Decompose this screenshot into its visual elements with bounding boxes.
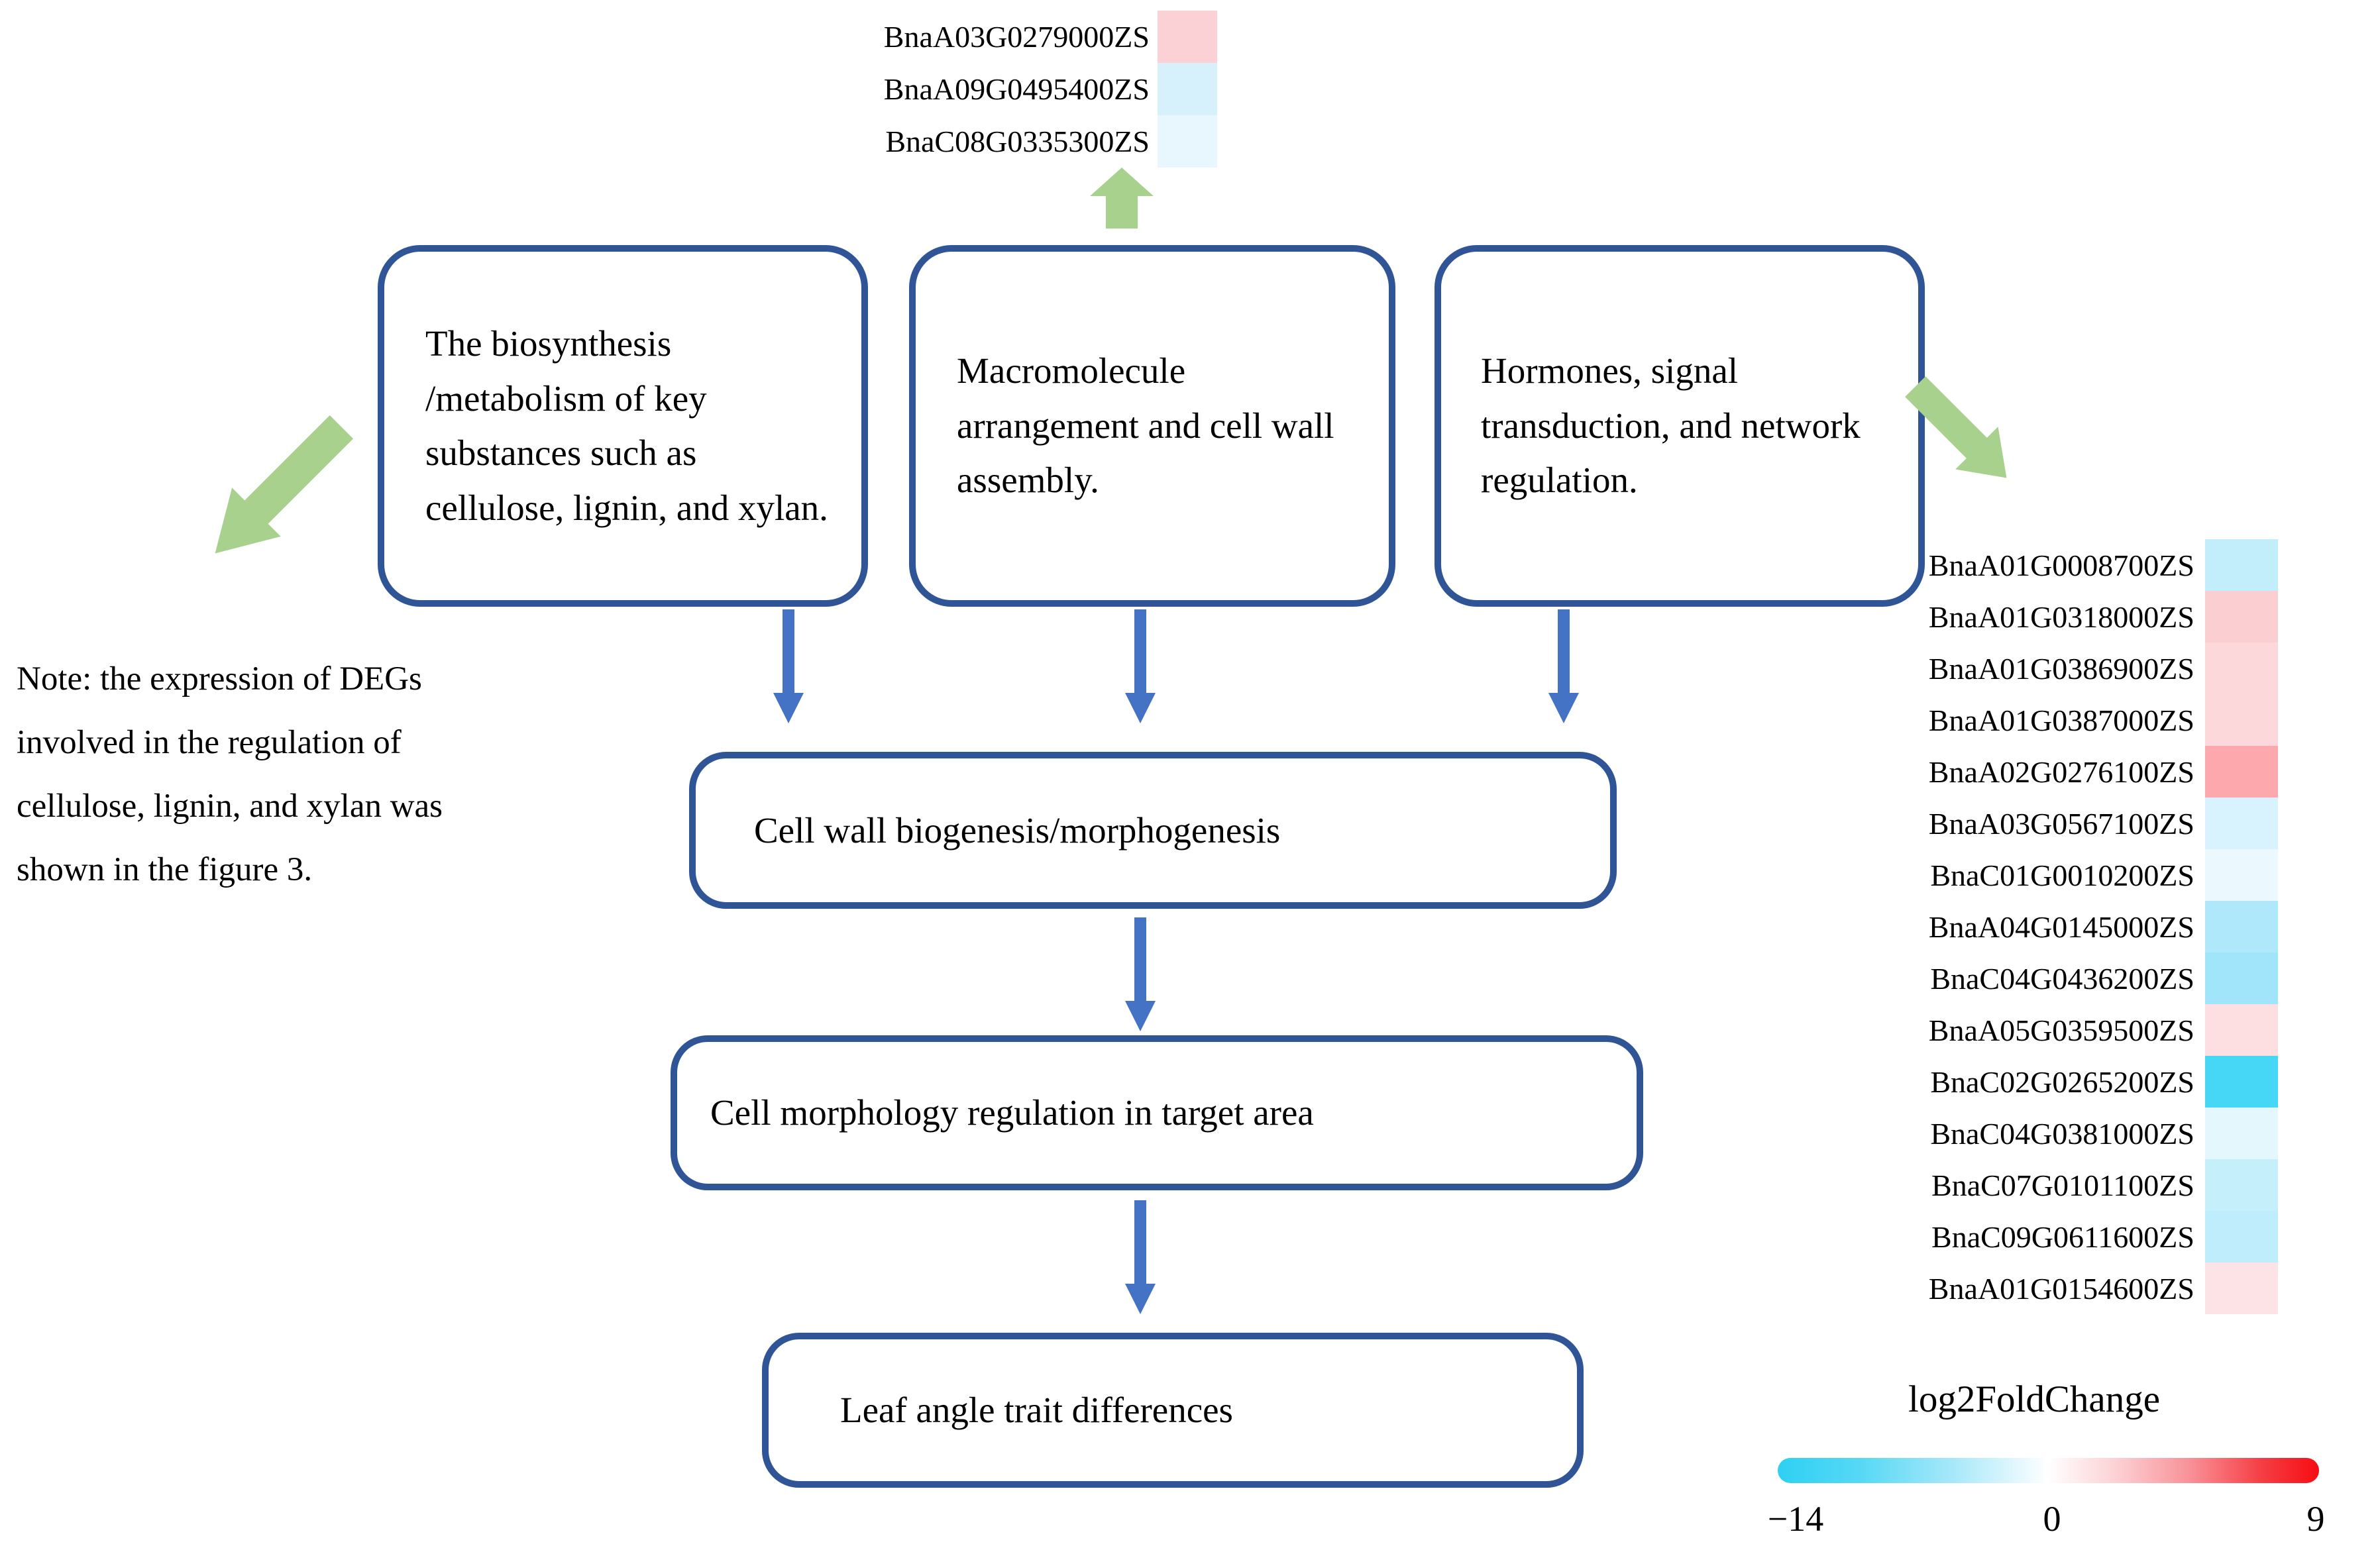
gene-row: BnaC01G0010200ZS: [1868, 849, 2278, 901]
heatmap-cell: [2205, 901, 2278, 953]
flow-box-cell-morphology-text: Cell morphology regulation in target are…: [710, 1092, 1314, 1133]
green-arrow-down-left-icon: [215, 415, 354, 554]
gene-label: BnaA01G0387000ZS: [1928, 703, 2194, 737]
legend-tick-min: −14: [1767, 1499, 1824, 1539]
heatmap-cell: [2205, 1263, 2278, 1314]
gene-row: BnaA04G0145000ZS: [1868, 901, 2278, 953]
gene-row: BnaA01G0318000ZS: [1868, 591, 2278, 643]
gene-label: BnaA09G0495400ZS: [883, 72, 1150, 106]
legend-gradient-bar: [1778, 1458, 2319, 1483]
gene-row: BnaC02G0265200ZS: [1868, 1056, 2278, 1108]
note-text: Note: the expression of DEGs involved in…: [17, 660, 443, 888]
blue-arrow-down-icon: [1125, 917, 1156, 1031]
top-gene-heatmap: BnaA03G0279000ZS BnaA09G0495400ZS BnaC08G0…: [883, 11, 1217, 168]
blue-arrow-down-icon: [1548, 609, 1579, 723]
heatmap-cell: [2205, 849, 2278, 901]
heatmap-cell: [2205, 1211, 2278, 1263]
gene-row: BnaC04G0381000ZS: [1868, 1108, 2278, 1159]
category-box-biosynthesis-text: The biosynthesis /metabolism of key subs…: [425, 323, 828, 528]
gene-label: BnaA03G0567100ZS: [1928, 806, 2194, 841]
heatmap-cell: [2205, 1159, 2278, 1211]
right-gene-heatmap: BnaA01G0008700ZS BnaA01G0318000ZS BnaA01G0…: [1868, 539, 2278, 1314]
gene-label: BnaC04G0381000ZS: [1930, 1116, 2194, 1151]
gene-row: BnaC04G0436200ZS: [1868, 953, 2278, 1004]
category-box-hormones-text: Hormones, signal transduction, and netwo…: [1481, 350, 1861, 501]
gene-row: BnaA09G0495400ZS: [883, 63, 1217, 115]
green-arrow-up-icon: [1090, 168, 1154, 229]
gene-row: BnaA01G0008700ZS: [1868, 539, 2278, 591]
category-box-macromolecule: Macromolecule arrangement and cell wall …: [909, 245, 1395, 607]
heatmap-cell: [1158, 63, 1217, 115]
gene-row: BnaA05G0359500ZS: [1868, 1004, 2278, 1056]
heatmap-cell: [2205, 591, 2278, 643]
heatmap-cell: [2205, 1108, 2278, 1159]
heatmap-cell: [2205, 953, 2278, 1004]
flow-box-cell-wall-biogenesis: Cell wall biogenesis/morphogenesis: [689, 752, 1617, 909]
blue-arrow-down-icon: [1125, 1200, 1156, 1314]
gene-label: BnaC08G0335300ZS: [885, 125, 1150, 158]
category-box-hormones: Hormones, signal transduction, and netwo…: [1434, 245, 1925, 607]
heatmap-cell: [2205, 539, 2278, 591]
heatmap-cell: [2205, 643, 2278, 694]
gene-label: BnaA01G0008700ZS: [1928, 548, 2194, 582]
legend-title: log2FoldChange: [1908, 1378, 2160, 1420]
category-box-macromolecule-text: Macromolecule arrangement and cell wall …: [957, 350, 1334, 501]
category-box-biosynthesis: The biosynthesis /metabolism of key subs…: [378, 245, 868, 607]
gene-label: BnaA01G0318000ZS: [1928, 599, 2194, 634]
green-arrow-down-right-icon: [1905, 376, 2007, 478]
heatmap-cell: [2205, 1004, 2278, 1056]
gene-row: BnaA01G0386900ZS: [1868, 643, 2278, 694]
flow-box-cell-wall-biogenesis-text: Cell wall biogenesis/morphogenesis: [754, 809, 1281, 851]
gene-row: BnaC07G0101100ZS: [1868, 1159, 2278, 1211]
gene-row: BnaA03G0279000ZS: [883, 11, 1217, 63]
heatmap-cell: [2205, 1056, 2278, 1108]
gene-label: BnaC07G0101100ZS: [1931, 1168, 2194, 1202]
gene-label: BnaC02G0265200ZS: [1930, 1064, 2194, 1099]
gene-label: BnaA05G0359500ZS: [1928, 1013, 2194, 1047]
heatmap-cell: [1158, 115, 1217, 168]
gene-label: BnaA04G0145000ZS: [1928, 909, 2194, 944]
flow-box-cell-morphology: Cell morphology regulation in target are…: [671, 1035, 1643, 1190]
gene-label: BnaA01G0386900ZS: [1928, 651, 2194, 686]
gene-label: BnaA01G0154600ZS: [1928, 1271, 2194, 1306]
gene-row: BnaA02G0276100ZS: [1868, 746, 2278, 798]
gene-row: BnaA03G0567100ZS: [1868, 798, 2278, 849]
heatmap-cell: [1158, 11, 1217, 63]
heatmap-cell: [2205, 746, 2278, 798]
gene-label: BnaA02G0276100ZS: [1928, 754, 2194, 789]
flow-box-leaf-angle-text: Leaf angle trait differences: [840, 1390, 1233, 1430]
gene-label: BnaC01G0010200ZS: [1930, 858, 2194, 892]
heatmap-cell: [2205, 694, 2278, 746]
gene-label: BnaC04G0436200ZS: [1930, 961, 2194, 996]
gene-row: BnaA01G0154600ZS: [1868, 1263, 2278, 1314]
gene-label: BnaA03G0279000ZS: [883, 20, 1150, 54]
heatmap-cell: [2205, 798, 2278, 849]
gene-label: BnaC09G0611600ZS: [1931, 1219, 2194, 1254]
legend-tick-max: 9: [2306, 1499, 2325, 1539]
blue-arrow-down-icon: [1125, 609, 1156, 723]
gene-row: BnaC08G0335300ZS: [885, 115, 1217, 168]
flow-box-leaf-angle: Leaf angle trait differences: [762, 1333, 1584, 1488]
gene-row: BnaC09G0611600ZS: [1868, 1211, 2278, 1263]
gene-row: BnaA01G0387000ZS: [1868, 694, 2278, 746]
legend-tick-zero: 0: [2043, 1499, 2061, 1539]
blue-arrow-down-icon: [773, 609, 804, 723]
